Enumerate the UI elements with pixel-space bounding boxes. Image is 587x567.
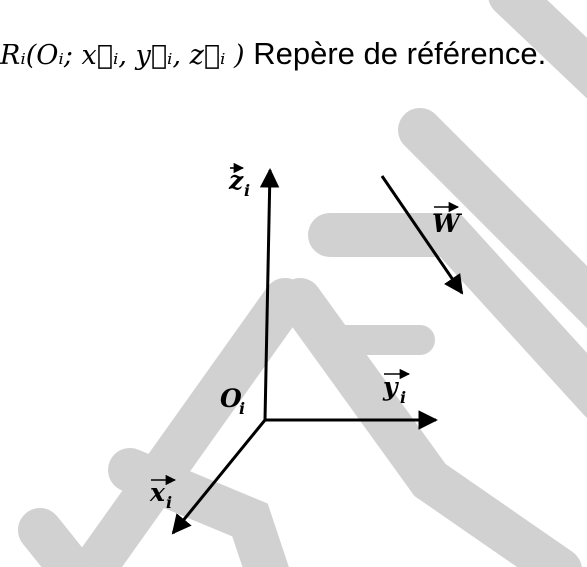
y-axis-subscript: i — [400, 388, 406, 407]
z-axis-letter: z — [228, 166, 244, 195]
origin-subscript: i — [239, 399, 245, 418]
x-axis-arrow — [171, 419, 267, 535]
y-axis-letter: y — [382, 372, 399, 401]
x-axis-letter: x — [149, 478, 166, 507]
w-vector-label: W — [432, 201, 463, 238]
z-axis-arrow — [259, 168, 280, 421]
origin-label: O i — [220, 384, 245, 418]
frame-notation: Rᵢ(Oᵢ; x⃗ᵢ, y⃗ᵢ, z⃗ᵢ ) — [0, 40, 245, 71]
z-axis-label: z i — [228, 162, 250, 200]
z-axis-subscript: i — [244, 181, 250, 200]
y-axis-label: y i — [382, 368, 411, 407]
x-axis-label: x i — [149, 474, 177, 512]
w-vector-arrow — [380, 175, 464, 295]
origin-letter: O — [220, 384, 242, 413]
frame-caption: Rᵢ(Oᵢ; x⃗ᵢ, y⃗ᵢ, z⃗ᵢ ) Repère de référen… — [0, 36, 546, 72]
w-vector-letter: W — [432, 209, 463, 238]
watermark — [18, 0, 587, 567]
x-axis-subscript: i — [166, 493, 172, 512]
frame-caption-text: Repère de référence. — [253, 36, 547, 71]
